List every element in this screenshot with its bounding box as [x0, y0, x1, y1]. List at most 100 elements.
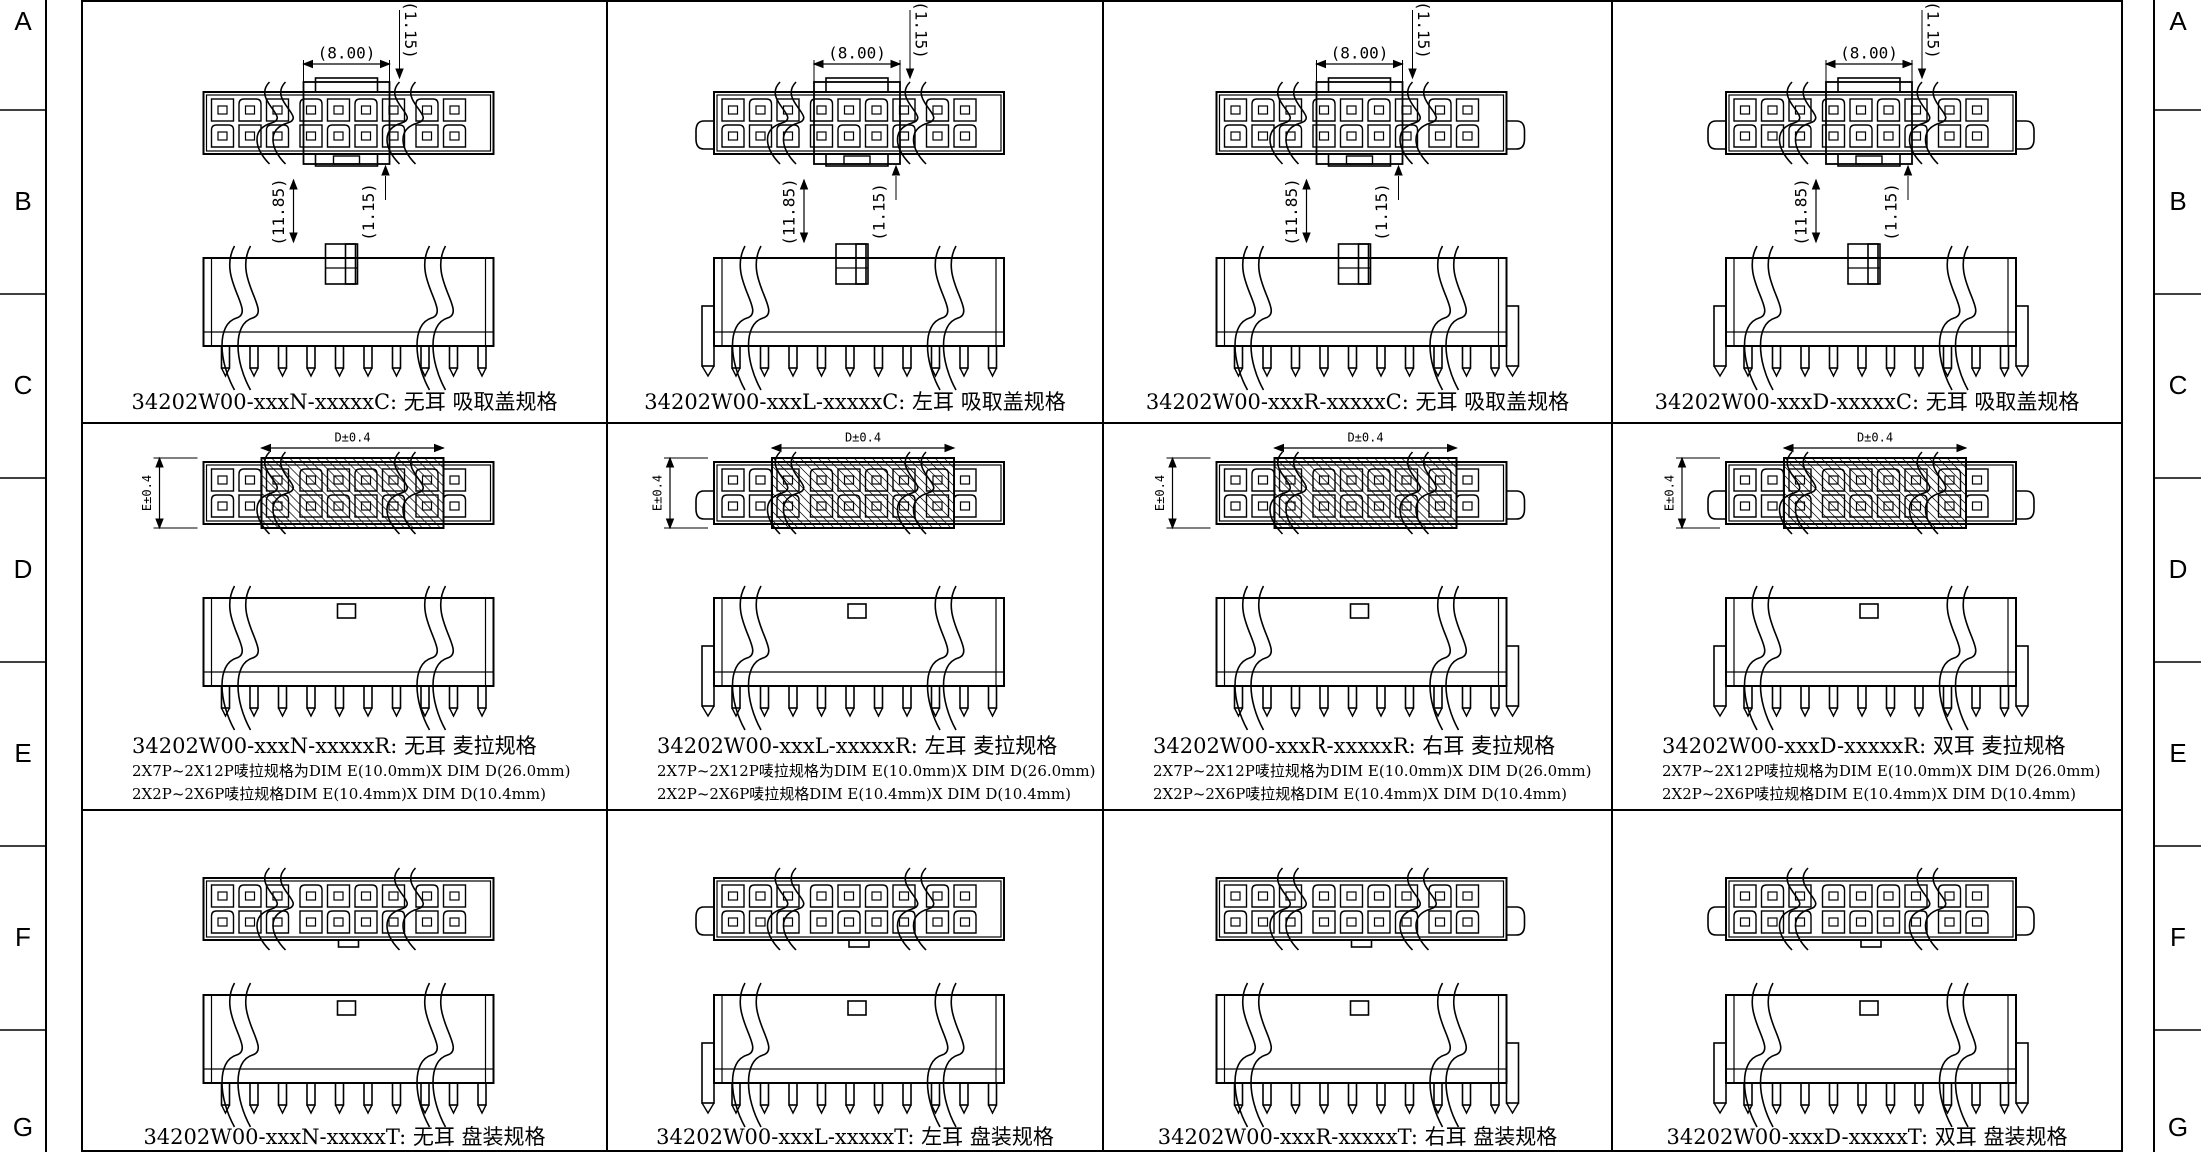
pin-cavity [326, 468, 351, 492]
pin-cavity [1937, 910, 1962, 934]
pin [987, 1082, 998, 1106]
pin [306, 685, 316, 709]
cap-post [835, 243, 867, 285]
right-ear [1506, 906, 1526, 936]
pin [306, 345, 316, 369]
pin [1404, 685, 1415, 709]
cell-tray-n: 34202W00-xxxN-xxxxxT: 无耳 盘装规格 [82, 810, 607, 1152]
break-line [1445, 585, 1467, 731]
break-line [1250, 585, 1272, 731]
body-outline [1215, 994, 1508, 1084]
pin [1971, 685, 1981, 709]
latch-window [1859, 1000, 1879, 1016]
break-line [1285, 867, 1308, 951]
pin [902, 1082, 912, 1106]
right-ear [1506, 490, 1526, 520]
break-line [272, 867, 295, 951]
pin [1914, 685, 1924, 709]
pin-row [1743, 685, 2010, 718]
pin-cavity [1760, 468, 1785, 492]
side-view [1713, 243, 2029, 391]
pin [448, 345, 459, 369]
connector-drawing [202, 867, 495, 1128]
pin [334, 1082, 345, 1106]
pin-cavity [1904, 124, 1928, 148]
spec-caption: 34202W00-xxxL-xxxxxR: 左耳 麦拉规格 [657, 734, 1058, 758]
left-ear [1707, 120, 1726, 150]
side-view [701, 243, 1005, 391]
dim-width: (8.00) [318, 44, 376, 63]
pin-cavity [748, 910, 773, 934]
pick-up-cap [813, 81, 901, 165]
pin-cavity [1367, 468, 1391, 492]
pin-cavity [210, 98, 235, 122]
pin [306, 1082, 316, 1106]
top-view [695, 867, 1005, 951]
pick-up-cap [1825, 81, 1913, 165]
pin-cavity [1876, 468, 1901, 492]
dim-depth: (11.85) [1792, 178, 1811, 245]
pin-cavity [354, 124, 378, 148]
pin-cavity [1965, 910, 1989, 934]
pin-cavity [1733, 910, 1757, 934]
break-line [1778, 81, 1801, 165]
pin-cavity [721, 884, 745, 908]
break-line [1743, 982, 1766, 1128]
pin [420, 685, 430, 709]
connector-drawing: D±0.4E±0.4 [140, 431, 495, 731]
side-view [202, 585, 495, 731]
break-line [1429, 585, 1451, 731]
mylar-note: 2X7P~2X12P唛拉规格为DIM E(10.0mm)X DIM D(26.0… [1153, 762, 1592, 780]
dimensions: D±0.4E±0.4 [140, 431, 445, 530]
pin-cavity [299, 910, 323, 934]
pin-cavity [210, 124, 235, 148]
pin-cavity [809, 884, 834, 908]
pin-cavity [864, 884, 889, 908]
pin-cavity [1849, 124, 1873, 148]
pin-cavity [1455, 910, 1480, 934]
pin-cavity [238, 124, 262, 148]
pin-cavity [721, 124, 745, 148]
pin-cavity [748, 468, 773, 492]
break-line [416, 585, 438, 731]
housing-outline [1215, 461, 1508, 525]
pin [1376, 685, 1386, 709]
break-line [1924, 81, 1947, 165]
pin-cavity [925, 124, 950, 148]
center-key [848, 939, 870, 948]
pin [1290, 685, 1301, 709]
left-ear-leg [1713, 645, 1727, 718]
pin-cavity [864, 494, 889, 518]
break-line [782, 81, 805, 165]
spec-caption: 34202W00-xxxL-xxxxxC: 左耳 吸取盖规格 [644, 390, 1066, 414]
pin-cavity [953, 884, 977, 908]
mylar-note: 2X2P~2X6P唛拉规格DIM E(10.4mm)X DIM D(10.4mm… [1153, 785, 1567, 803]
pin-cavity [1312, 910, 1336, 934]
zone-label-right: F [2170, 922, 2186, 952]
dim-top: (1.15) [401, 1, 420, 59]
break-line [237, 585, 259, 731]
pin-cavity [1455, 468, 1480, 492]
pin [1404, 1082, 1415, 1106]
connector-drawing: (8.00)(1.15)(11.85)(1.15) [1707, 1, 2035, 391]
pin [788, 1082, 798, 1106]
break-line [912, 867, 935, 951]
pin [334, 685, 345, 709]
pin-cavity [1223, 98, 1248, 122]
break-line [1759, 585, 1782, 731]
side-view [202, 243, 495, 391]
dim-width: (8.00) [1331, 44, 1389, 63]
break-line [416, 982, 438, 1128]
zone-label-left: E [14, 738, 32, 768]
pin [277, 685, 288, 709]
center-key [1860, 939, 1882, 948]
pin-cavity [1937, 124, 1962, 148]
pin-cavity [1394, 494, 1419, 518]
body-outline [1215, 257, 1508, 347]
pin-cavity [299, 98, 323, 122]
pin [1800, 345, 1810, 369]
pin-cavity [326, 884, 351, 908]
